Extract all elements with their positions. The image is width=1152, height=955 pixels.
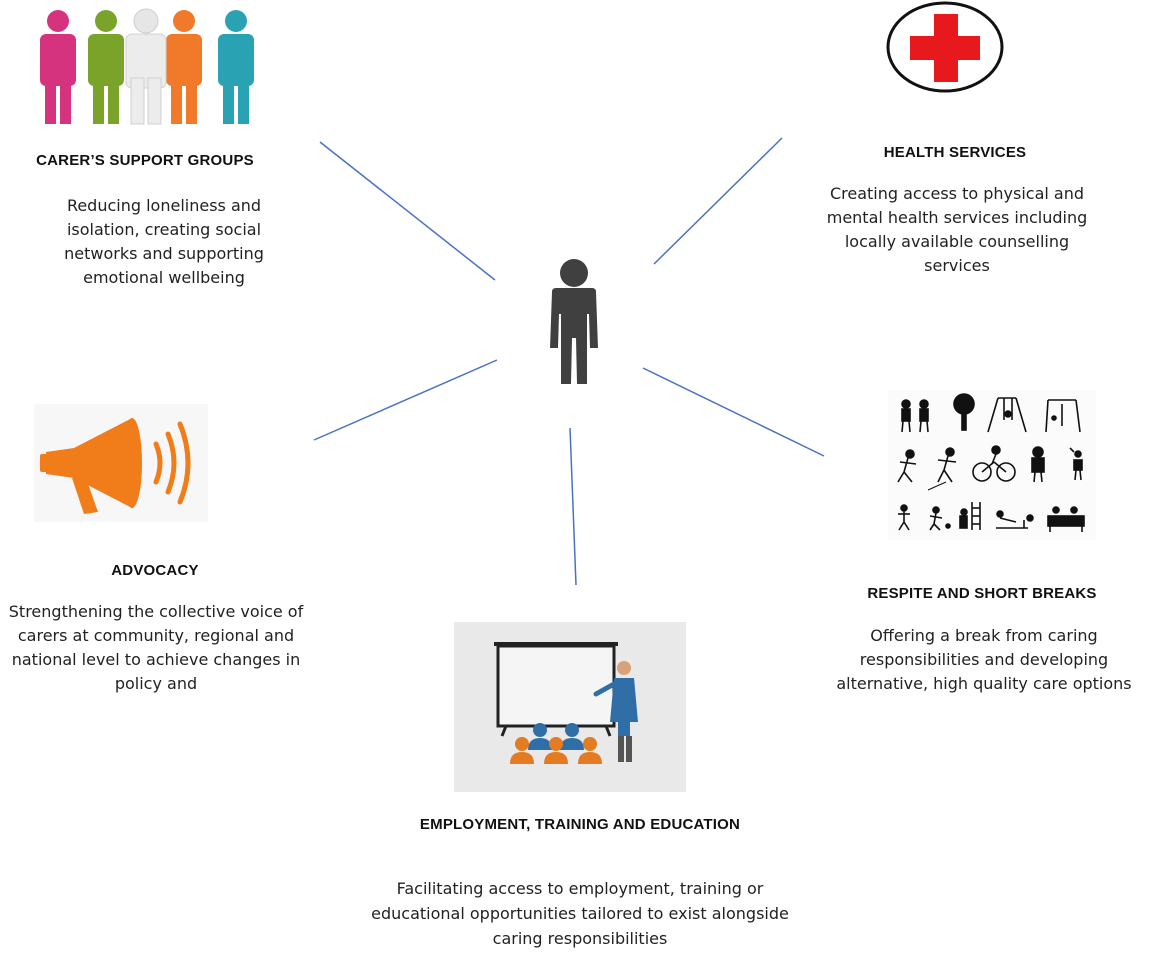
- health-services-title: HEALTH SERVICES: [883, 144, 1027, 161]
- employment-title: EMPLOYMENT, TRAINING AND EDUCATION: [419, 816, 741, 833]
- megaphone-icon: [40, 418, 191, 514]
- person-icon: [550, 259, 598, 384]
- respite-title: RESPITE AND SHORT BREAKS: [867, 585, 1097, 602]
- health-services-description: Creating access to physical and mental h…: [826, 184, 1088, 275]
- connector-respite: [642, 367, 825, 457]
- group-of-people-icon: [40, 8, 254, 125]
- connector-health-services: [653, 137, 783, 265]
- support-groups-title: CARER’S SUPPORT GROUPS: [36, 152, 254, 169]
- presentation-classroom-icon: [494, 642, 638, 764]
- connector-advocacy: [313, 359, 498, 441]
- advocacy-icon-panel: [34, 404, 208, 522]
- advocacy-description: Strengthening the collective voice of ca…: [8, 602, 304, 693]
- employment-description: Facilitating access to employment, train…: [371, 879, 789, 948]
- respite-icon-panel: [888, 390, 1096, 540]
- connector-support-groups: [319, 141, 496, 281]
- advocacy-title: ADVOCACY: [111, 562, 199, 579]
- leisure-activities-icon: [897, 393, 1085, 532]
- red-cross-icon: [886, 1, 1004, 93]
- connector-employment: [569, 427, 577, 586]
- employment-icon-panel: [454, 622, 686, 792]
- support-groups-description: Reducing loneliness and isolation, creat…: [64, 196, 264, 287]
- respite-description: Offering a break from caring responsibil…: [836, 626, 1132, 693]
